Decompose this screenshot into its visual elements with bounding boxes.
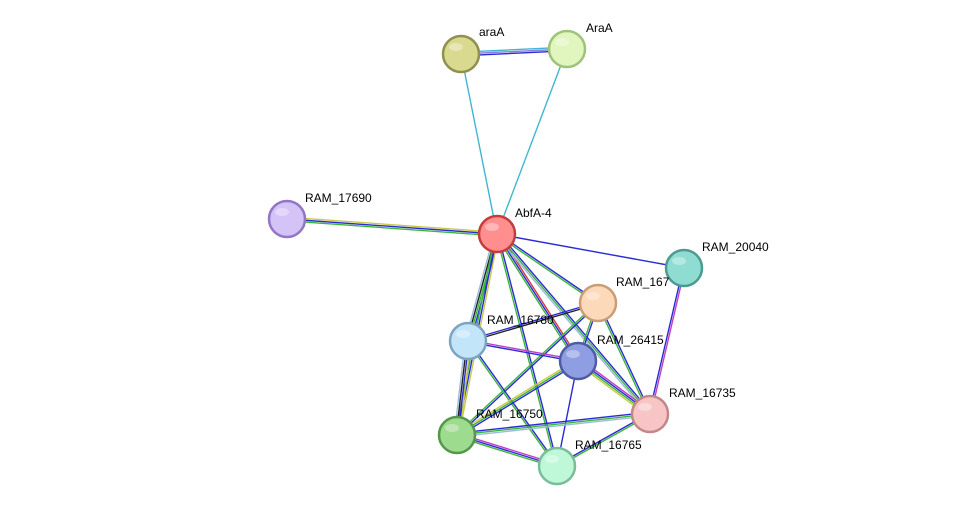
- node-layer: [267, 29, 704, 486]
- edge-evidence-line: [456, 360, 579, 436]
- edge-ram-17690-abfa-4: [286, 216, 498, 237]
- edge-abfa-4-ram-167xx: [495, 232, 600, 305]
- edge-evidence-line: [456, 411, 651, 434]
- node-highlight: [586, 292, 600, 300]
- edge-ram-167xx-ram-16750: [455, 301, 600, 437]
- node-circle[interactable]: [477, 214, 517, 254]
- node-highlight: [456, 330, 470, 338]
- edge-evidence-line: [286, 220, 498, 237]
- node-label-ram-17690: RAM_17690: [305, 191, 372, 205]
- edge-evidence-line: [457, 361, 580, 438]
- node-highlight: [566, 350, 580, 358]
- edge-evidence-line: [456, 415, 651, 438]
- edge-evidence-line: [596, 302, 650, 416]
- node-araa[interactable]: [441, 34, 481, 74]
- node-highlight: [275, 208, 289, 216]
- node-circle[interactable]: [437, 415, 477, 455]
- node-label-ram-16765: RAM_16765: [575, 438, 642, 452]
- node-label-abfa-4: AbfA-4: [515, 206, 552, 220]
- edge-evidence-line: [467, 303, 599, 343]
- edge-evidence-line: [494, 234, 578, 363]
- node-ram-17690[interactable]: [267, 199, 307, 239]
- edge-evidence-line: [286, 218, 498, 235]
- edge-araa-abfa-4: [496, 48, 568, 235]
- edge-evidence-line: [650, 267, 686, 415]
- edge-evidence-line: [456, 302, 600, 437]
- node-circle[interactable]: [578, 283, 618, 323]
- edge-araa-abfa-4: [460, 53, 498, 235]
- edge-layer: [286, 46, 686, 469]
- node-circle[interactable]: [537, 446, 577, 486]
- node-circle[interactable]: [267, 199, 307, 239]
- node-highlight: [555, 38, 569, 46]
- node-highlight: [485, 223, 499, 231]
- node-label-araa: AraA: [586, 21, 613, 35]
- node-circle[interactable]: [630, 394, 670, 434]
- node-circle[interactable]: [558, 341, 598, 381]
- edge-evidence-line: [496, 233, 685, 269]
- node-highlight: [445, 424, 459, 432]
- node-ram-26415[interactable]: [558, 341, 598, 381]
- node-circle[interactable]: [547, 29, 587, 69]
- node-label-ram-20040: RAM_20040: [702, 240, 769, 254]
- node-araa[interactable]: [547, 29, 587, 69]
- edge-evidence-line: [460, 53, 498, 235]
- node-highlight: [545, 455, 559, 463]
- edge-evidence-line: [467, 301, 599, 341]
- node-label-ram-16750: RAM_16750: [476, 407, 543, 421]
- node-circle[interactable]: [664, 248, 704, 288]
- edge-evidence-line: [496, 232, 600, 303]
- edge-evidence-line: [496, 233, 579, 362]
- edge-ram-167xx-ram-16780: [467, 301, 599, 343]
- edge-abfa-4-ram-20040: [496, 233, 685, 269]
- edge-evidence-line: [455, 301, 599, 436]
- node-circle[interactable]: [441, 34, 481, 74]
- edge-ram-16750-ram-16735: [456, 411, 651, 438]
- node-ram-167xx[interactable]: [578, 283, 618, 323]
- node-abfa-4[interactable]: [477, 214, 517, 254]
- edge-evidence-line: [455, 358, 578, 435]
- node-label-ram-167xx: RAM_167: [616, 275, 670, 289]
- node-highlight: [638, 403, 652, 411]
- node-highlight: [672, 257, 686, 265]
- node-ram-16780[interactable]: [448, 321, 488, 361]
- edge-evidence-line: [456, 413, 651, 436]
- edge-abfa-4-ram-26415: [494, 232, 581, 363]
- node-ram-16765[interactable]: [537, 446, 577, 486]
- edge-ram-167xx-ram-16735: [596, 301, 652, 416]
- edge-evidence-line: [495, 234, 599, 305]
- edge-evidence-line: [496, 48, 568, 235]
- node-circle[interactable]: [448, 321, 488, 361]
- edge-ram-20040-ram-16735: [648, 267, 686, 415]
- node-label-ram-16780: RAM_16780: [487, 313, 554, 327]
- node-ram-16750[interactable]: [437, 415, 477, 455]
- node-label-araa: araA: [479, 25, 504, 39]
- edge-evidence-line: [286, 216, 498, 233]
- node-ram-16735[interactable]: [630, 394, 670, 434]
- edge-evidence-line: [598, 301, 652, 415]
- node-ram-20040[interactable]: [664, 248, 704, 288]
- edge-evidence-line: [648, 267, 684, 415]
- edge-ram-26415-ram-16750: [455, 358, 580, 438]
- node-label-ram-16735: RAM_16735: [669, 386, 736, 400]
- node-highlight: [449, 43, 463, 51]
- label-layer: araA AraA RAM_17690AbfA-4RAM_20040RAM_167R…: [305, 21, 769, 452]
- node-label-ram-26415: RAM_26415: [597, 333, 664, 347]
